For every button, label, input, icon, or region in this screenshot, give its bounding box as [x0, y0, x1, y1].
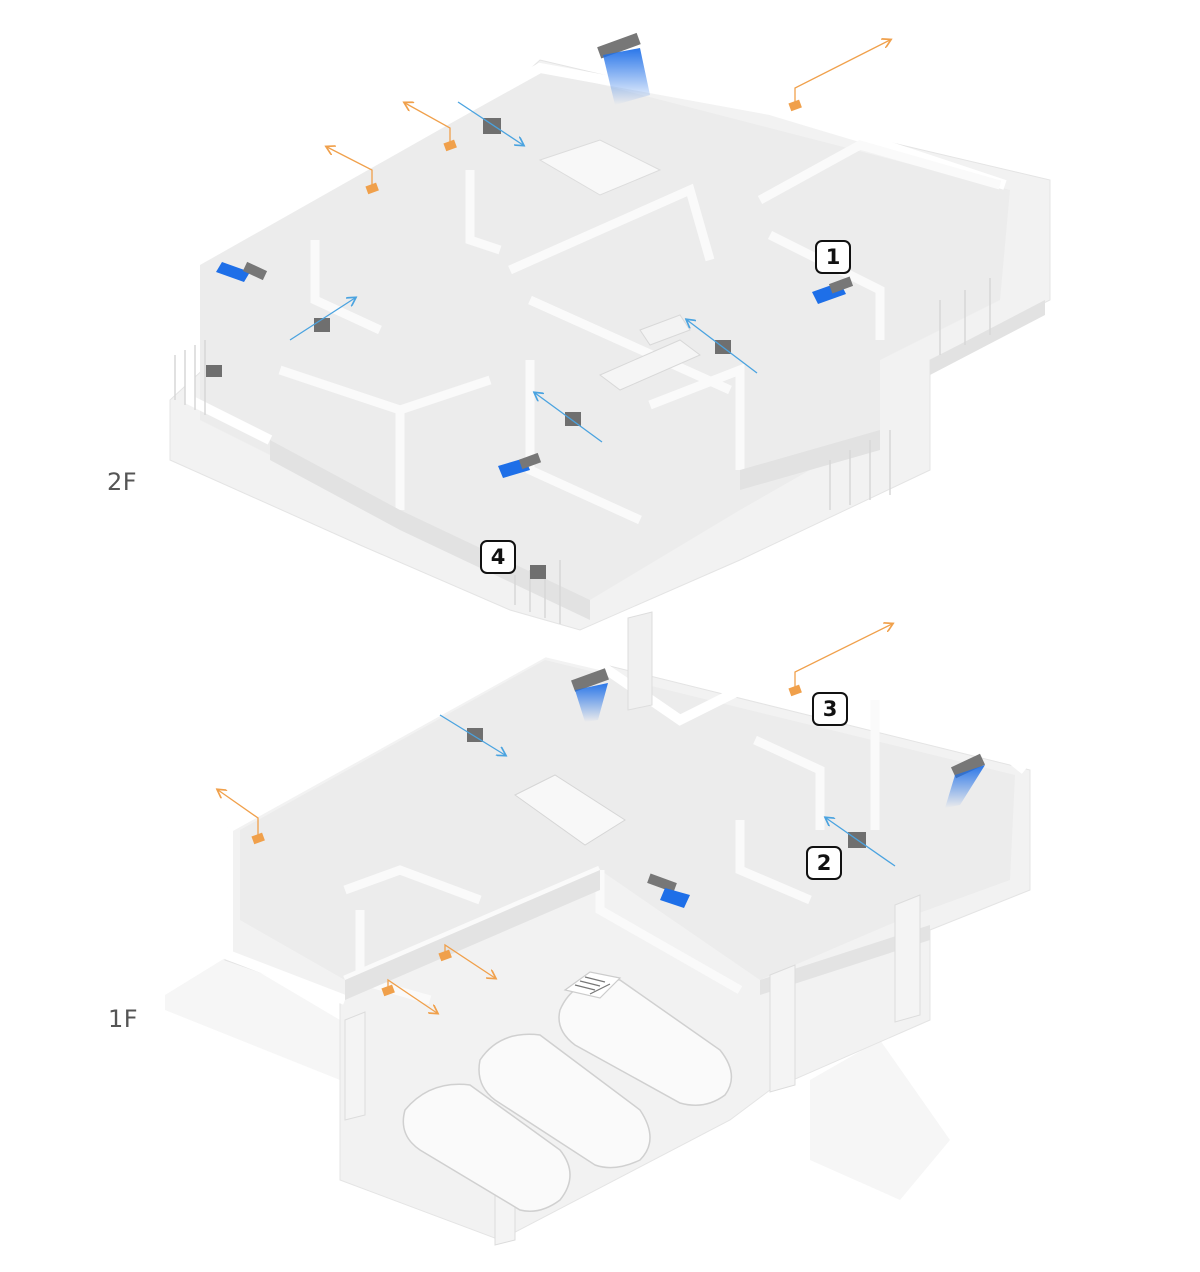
exhaust-vents: [218, 40, 892, 1013]
callout-badge-4[interactable]: 4: [480, 540, 516, 574]
exhaust-vent-icon: [438, 943, 495, 978]
callout-badge-1[interactable]: 1: [815, 240, 851, 274]
ventilator-icon: [530, 565, 546, 579]
exhaust-vent-icon: [788, 40, 890, 112]
ac-unit-icon: [812, 276, 854, 304]
ac-unit-icon: [498, 452, 542, 478]
callout-badge-3[interactable]: 3: [812, 692, 848, 726]
exhaust-vent-icon: [381, 978, 437, 1013]
floor-2f-model: [169, 59, 1051, 631]
floor-label-1f: 1F: [108, 1005, 139, 1033]
exhaust-vent-icon: [405, 103, 457, 152]
ac-unit-icon: [597, 32, 650, 105]
ac-unit-icon: [945, 753, 986, 808]
ac-unit-icon: [571, 668, 609, 722]
floor-1f-model: [165, 611, 1031, 1246]
airflow-arrows: [289, 101, 896, 867]
ventilation-boxes: [206, 118, 866, 848]
ac-unit-icon: [647, 873, 690, 908]
ventilator-icon: [314, 318, 330, 332]
ventilator-icon: [565, 412, 581, 426]
exhaust-vent-icon: [218, 790, 265, 845]
ac-unit-icon: [216, 261, 268, 282]
exhaust-vent-icon: [788, 624, 892, 697]
blue-airflow-units: [216, 32, 986, 908]
floor-label-2f: 2F: [107, 468, 138, 496]
exhaust-vent-icon: [327, 147, 379, 195]
callout-badge-2[interactable]: 2: [806, 846, 842, 880]
ventilator-icon: [206, 365, 222, 377]
